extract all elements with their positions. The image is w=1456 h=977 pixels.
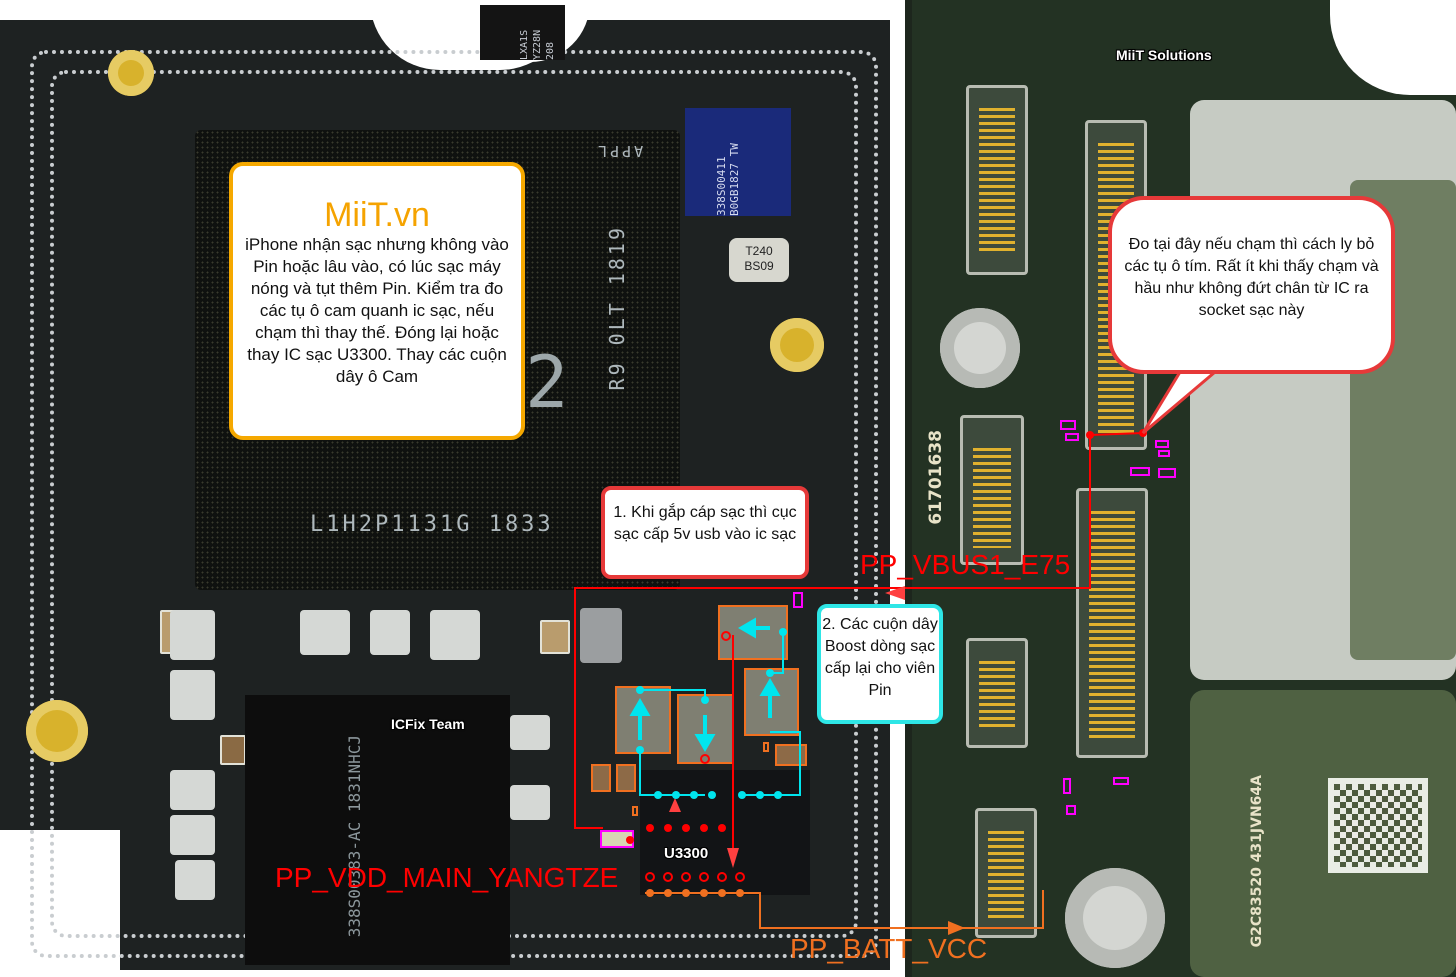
batt-arrow [948,921,965,935]
pink-capacitor [1158,468,1176,478]
oscillator: T240 BS09 [729,238,789,282]
boost-trace [742,731,801,796]
mount-hole [26,700,88,762]
pink-capacitor [1158,450,1170,457]
pmic-chip: 338S00411 B0GB1827 TW [685,108,791,216]
capacitor [580,608,622,663]
capacitor [510,715,550,750]
connector [960,415,1024,565]
boost-trace [770,632,784,674]
pink-capacitor [1130,467,1150,476]
capacitor [170,770,215,810]
capacitor [170,815,215,855]
pink-capacitor [1060,420,1076,430]
capacitor [370,610,410,655]
vbus-arrow [885,586,905,600]
net-label-vdd-main: PP_VDD_MAIN_YANGTZE [275,862,619,893]
top-chip: LXA1S YZ28N 208 [480,5,565,60]
capacitor [430,610,480,660]
connector [975,808,1037,938]
capacitor [170,610,215,660]
connector [966,85,1028,275]
callout-body: iPhone nhận sạc nhưng không vào Pin hoặc… [245,235,509,386]
charge-port-connector [1076,488,1148,758]
soc-marking-2: 2 [525,340,569,424]
boost-inductor [615,686,671,754]
pink-capacitor [1155,440,1169,448]
vbus-trace [574,435,1091,829]
watermark-miit-solutions: MiiT Solutions [1116,47,1212,63]
vdd-arrow [727,848,739,868]
capacitor [540,620,570,654]
standoff [940,308,1020,388]
orange-capacitor [591,764,611,792]
capacitor [300,610,350,655]
nand-chip: 338S00383-AC 1831NHCJ [245,695,510,965]
pink-capacitor [1065,433,1079,441]
boost-inductor [744,668,799,736]
pink-capacitor [1063,778,1071,794]
connector [966,638,1028,748]
orange-capacitor [763,742,769,752]
capacitor [510,785,550,820]
watermark-icfix: ICFix Team [391,716,465,732]
boost-trace [639,750,705,796]
pink-capacitor [793,592,803,608]
callout-step-1: 1. Khi gắp cáp sạc thì cục sạc cấp 5v us… [601,486,809,579]
datamatrix-code [1328,778,1428,873]
board-cutout [0,830,120,977]
pink-capacitor [1066,805,1076,815]
pink-capacitor [1113,777,1129,785]
callout-title: MiiT.vn [324,196,430,234]
callout-step-2: 2. Các cuộn dây Boost dòng sạc cấp lại c… [817,604,943,724]
net-label-vbus: PP_VBUS1_E75 [860,549,1071,580]
callout-socket-note: Đo tại đây nếu chạm thì cách ly bỏ các t… [1108,196,1395,374]
mount-hole [108,50,154,96]
callout-main: MiiT.vn iPhone nhận sạc nhưng không vào … [229,162,525,440]
up-arrow [669,798,681,812]
vbus-trace-socket [1089,432,1144,436]
capacitor [175,860,215,900]
charger-ic-label: U3300 [664,845,709,862]
callout-tail [1141,370,1220,435]
soc-marking-lot: L1H2P1131G 1833 [310,512,554,537]
mount-hole [770,318,824,372]
standoff [1065,868,1165,968]
net-label-batt: PP_BATT_VCC [790,933,988,964]
orange-capacitor [632,806,638,816]
capacitor [170,670,215,720]
orange-capacitor [616,764,636,792]
boost-trace [640,689,706,700]
